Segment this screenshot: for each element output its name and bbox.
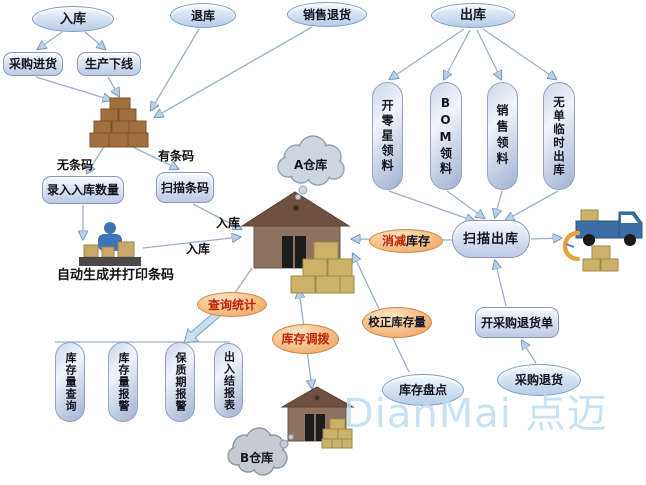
node-purchase-incoming: 采购进货 <box>3 52 63 76</box>
node-sales-return: 销售退货 <box>287 2 367 27</box>
worker-printing-icon <box>79 222 141 266</box>
node-reduce-stock: 消减库存 <box>369 229 443 253</box>
node-return-to-warehouse: 退库 <box>170 3 236 28</box>
goods-pile-icon <box>89 97 149 148</box>
warehouse-a-cloud <box>277 135 345 200</box>
label-no-barcode: 无条码 <box>57 158 94 172</box>
node-stock-count: 库存盘点 <box>382 374 464 406</box>
capsule-temp-outbound-no-order: 无单临时出库 <box>543 82 575 190</box>
node-stock-transfer: 库存调拨 <box>272 324 339 354</box>
capsule-sales-requisition: 销售领料 <box>487 82 518 190</box>
warehouse-a-boxes-icon <box>290 241 355 294</box>
label-auto-generate-print-barcode: 自动生成并打印条码 <box>57 268 175 283</box>
node-create-purchase-return-order: 开采购退货单 <box>475 307 559 338</box>
reduce-stock-red-part: 消减 <box>381 234 406 248</box>
node-scan-barcode: 扫描条码 <box>156 172 214 203</box>
node-enter-inbound-qty: 录入入库数量 <box>42 176 124 204</box>
capsule-in-out-balance-report: 出入结报表 <box>214 343 243 418</box>
label-inbound-scan: 入库 <box>216 216 241 230</box>
dianmai-watermark: DianMai 点迈 <box>343 391 608 437</box>
node-scan-outbound: 扫描出库 <box>452 220 530 258</box>
warehouse-b-label: B仓库 <box>240 451 274 465</box>
node-outbound: 出库 <box>431 3 515 28</box>
capsule-sporadic-requisition: 开零星领料 <box>372 82 403 190</box>
label-inbound-manual: 入库 <box>186 242 211 256</box>
node-production-offline: 生产下线 <box>77 52 141 76</box>
capsule-stock-qty-alarm: 库存量报警 <box>108 342 138 422</box>
connector-lines <box>35 26 561 388</box>
capsule-shelf-life-alarm: 保质期报警 <box>165 342 195 422</box>
node-inbound: 入库 <box>32 6 114 32</box>
barcode-scanner-icon <box>562 230 581 262</box>
node-purchase-return: 采购退货 <box>497 364 581 396</box>
node-correct-stock-qty: 校正库存量 <box>362 307 432 338</box>
warehouse-a-label: A仓库 <box>294 158 328 172</box>
label-has-barcode: 有条码 <box>158 149 195 163</box>
capsule-stock-qty-query: 库存量查询 <box>55 342 85 422</box>
capsule-bom-requisition: BOM领料 <box>430 82 462 190</box>
reduce-stock-dark-part: 库存 <box>406 234 431 248</box>
truck-icon <box>575 209 643 246</box>
truck-boxes-icon <box>582 245 619 272</box>
warehouse-b-boxes-icon <box>321 418 353 449</box>
warehouse-b-cloud <box>227 427 294 476</box>
node-query-stats: 查询统计 <box>197 292 267 317</box>
